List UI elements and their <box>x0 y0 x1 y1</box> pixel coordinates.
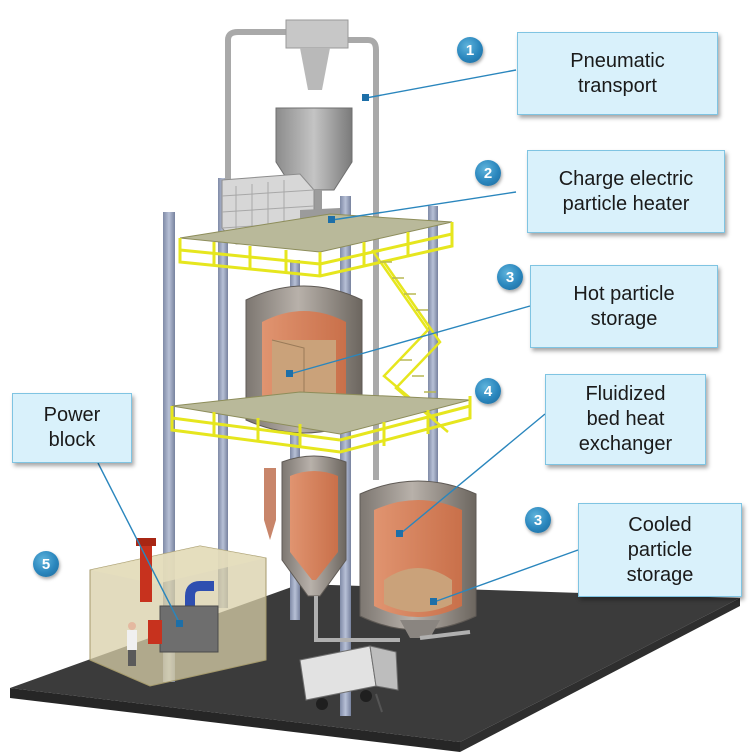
badge-5: 5 <box>33 551 59 577</box>
callout-power-block: Power block <box>12 393 132 463</box>
callout-label: Hot particle storage <box>573 282 675 330</box>
pneumatic-transport-pipe <box>225 29 379 480</box>
badge-3-hot: 3 <box>497 264 523 290</box>
feed-hopper <box>275 107 353 191</box>
leader-endpoints <box>176 94 437 627</box>
trailer-generator <box>299 645 399 713</box>
callout-fluidized-bed-heat-exchanger: Fluidized bed heat exchanger <box>545 374 706 465</box>
badge-4: 4 <box>475 378 501 404</box>
cooled-particle-storage-tank <box>359 480 477 638</box>
fluidized-bed-heat-exchanger <box>264 455 347 597</box>
badge-1: 1 <box>457 37 483 63</box>
power-block <box>89 538 267 687</box>
callout-cooled-particle-storage: Cooled particle storage <box>578 503 742 597</box>
callout-hot-particle-storage: Hot particle storage <box>530 265 718 348</box>
lower-platform <box>170 391 472 454</box>
badge-2: 2 <box>475 160 501 186</box>
leader-lines <box>97 69 579 625</box>
callout-charge-electric-particle-heater: Charge electric particle heater <box>527 150 725 233</box>
badge-3-cooled: 3 <box>525 507 551 533</box>
callout-label: Power block <box>43 404 101 451</box>
callout-label: Charge electric particle heater <box>558 167 694 215</box>
callout-label: Cooled particle storage <box>626 513 694 586</box>
callout-label: Fluidized bed heat exchanger <box>578 383 673 455</box>
callout-pneumatic-transport: Pneumatic transport <box>517 32 718 115</box>
upper-platform <box>178 213 454 278</box>
callout-label: Pneumatic transport <box>570 49 665 97</box>
